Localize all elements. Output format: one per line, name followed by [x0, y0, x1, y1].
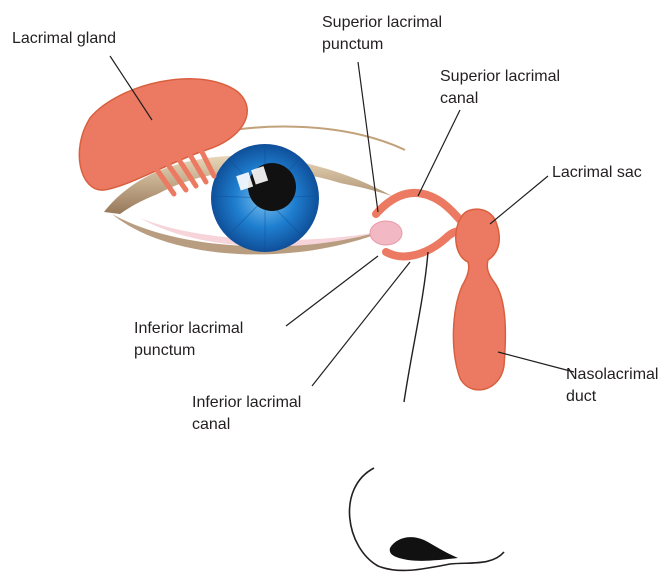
- label-nasolacrimal-line2: duct: [566, 386, 658, 408]
- label-superior-punctum-line2: punctum: [322, 34, 442, 56]
- label-superior-lacrimal-punctum: Superior lacrimal punctum: [322, 12, 442, 56]
- superior-lacrimal-canal: [376, 193, 464, 224]
- label-superior-canal-line1: Superior lacrimal: [440, 66, 560, 88]
- label-inferior-lacrimal-punctum: Inferior lacrimal punctum: [134, 318, 243, 362]
- label-lacrimal-sac-text: Lacrimal sac: [552, 162, 642, 184]
- label-lacrimal-gland-text: Lacrimal gland: [12, 28, 116, 50]
- leader-inferior-punctum: [286, 256, 378, 326]
- label-lacrimal-sac: Lacrimal sac: [552, 162, 642, 184]
- label-nasolacrimal-duct: Nasolacrimal duct: [566, 364, 658, 408]
- label-inferior-punctum-line2: punctum: [134, 340, 243, 362]
- label-superior-lacrimal-canal: Superior lacrimal canal: [440, 66, 560, 110]
- label-inferior-punctum-line1: Inferior lacrimal: [134, 318, 243, 340]
- leader-nasolacrimal-duct: [498, 352, 574, 372]
- leader-inferior-canal: [312, 262, 410, 386]
- label-superior-canal-line2: canal: [440, 88, 560, 110]
- leader-lacrimal-sac: [490, 176, 548, 224]
- label-inferior-canal-line2: canal: [192, 414, 301, 436]
- label-inferior-canal-line1: Inferior lacrimal: [192, 392, 301, 414]
- leader-superior-canal: [418, 110, 460, 196]
- caruncle: [370, 221, 402, 245]
- label-lacrimal-gland: Lacrimal gland: [12, 28, 116, 50]
- label-superior-punctum-line1: Superior lacrimal: [322, 12, 442, 34]
- lacrimal-sac-and-nasolacrimal-duct: [453, 209, 505, 390]
- face-outline-cheek: [404, 252, 428, 402]
- nostril: [390, 537, 458, 561]
- label-inferior-lacrimal-canal: Inferior lacrimal canal: [192, 392, 301, 436]
- label-nasolacrimal-line1: Nasolacrimal: [566, 364, 658, 386]
- leader-superior-punctum: [358, 62, 378, 212]
